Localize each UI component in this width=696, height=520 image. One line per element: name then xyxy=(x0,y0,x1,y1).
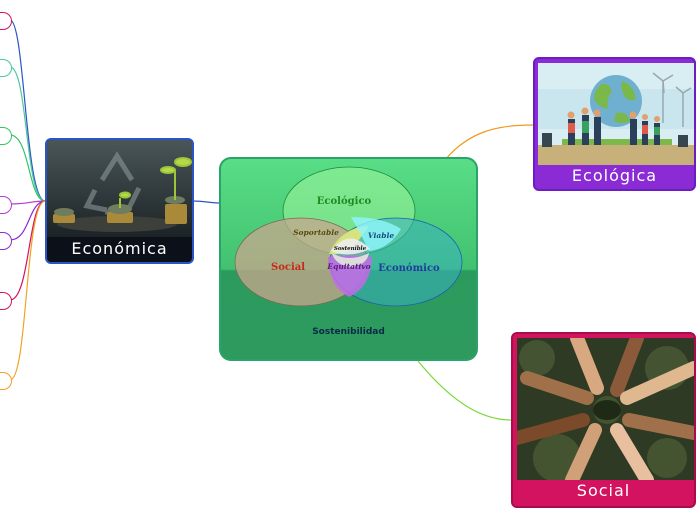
venn-equitativo-label: Equitativo xyxy=(326,262,370,271)
coins-recycle-image xyxy=(47,140,192,237)
hands-circle-image xyxy=(517,338,694,480)
venn-economico-label: Económico xyxy=(378,263,440,274)
social-label: Social xyxy=(576,481,631,500)
ecologica-node[interactable]: Ecológica xyxy=(533,57,696,191)
venn-sostenible-label: Sostenible xyxy=(334,246,367,252)
venn-soportable-label: Soportable xyxy=(293,228,339,237)
economica-node[interactable]: Económica xyxy=(45,138,194,264)
venn-diagram: Ecológico Social Económico Soportable Vi… xyxy=(234,166,463,307)
venn-social-label: Social xyxy=(271,262,305,273)
central-title: Sostenibilidad xyxy=(312,327,385,337)
earth-people-image xyxy=(538,63,694,165)
economica-label: Económica xyxy=(71,239,168,258)
ecologica-label: Ecológica xyxy=(571,166,658,185)
venn-viable-label: Viable xyxy=(368,231,394,240)
venn-ecologico-label: Ecológico xyxy=(317,196,372,207)
central-node[interactable]: Ecológico Social Económico Soportable Vi… xyxy=(219,157,478,361)
social-node[interactable]: Social xyxy=(511,332,696,508)
